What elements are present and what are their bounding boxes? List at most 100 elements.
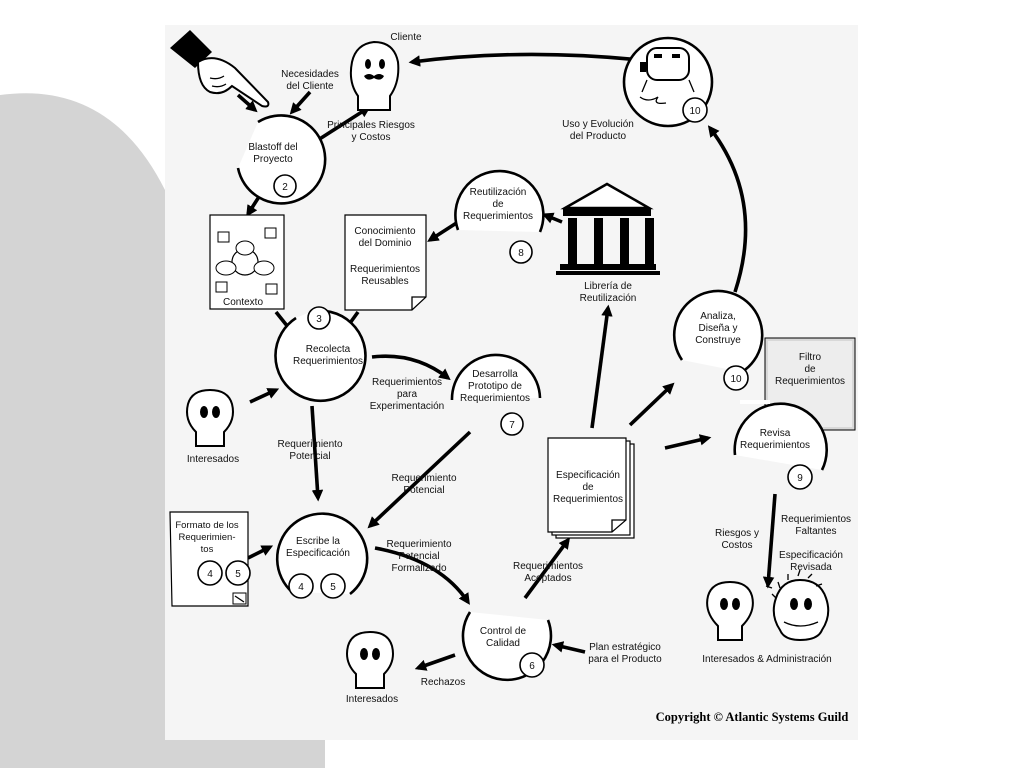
escribe-number-b: 5 [330,582,336,593]
especificacion-line3: Requerimientos [553,494,623,505]
interesados-bottom-label: Interesados [346,694,398,705]
slide-side-shape [0,93,325,768]
revisa-line1: Revisa [760,428,791,439]
process-uso: 10 Uso y Evolución del Producto [562,36,714,142]
flow-arrows [236,52,777,671]
recolecta-number: 3 [316,314,322,325]
interesados-admin-actors [706,569,830,642]
prototipo-line3: Requerimientos [460,393,530,404]
cliente-actor [349,40,400,111]
formato-number-a: 4 [207,569,213,580]
flow-revisada-line1: Especificación [779,550,843,561]
process-analiza: Analiza, Diseña y Construye 10 [672,289,764,391]
prototipo-line1: Desarrolla [472,369,518,380]
flow-plan-line2: para el Producto [588,654,662,665]
flow-aceptados-line2: Aceptados [524,573,571,584]
toaster-icon [639,47,695,105]
flow-experimentacion-line3: Experimentación [370,401,444,412]
formato-number-b: 5 [235,569,241,580]
analiza-line2: Diseña y [699,323,738,334]
conocimiento-line1: Conocimiento [354,226,416,237]
filtro-line1: Filtro [799,352,822,363]
flow-formalizado-line2: Potencial [398,551,439,562]
process-blastoff: Blastoff del Proyecto 2 [236,114,327,205]
filtro-line2: de [804,364,816,375]
analiza-line3: Construye [695,335,741,346]
blastoff-line1: Blastoff del [248,142,297,153]
cliente-label: Cliente [390,32,422,43]
analiza-line1: Analiza, [700,311,736,322]
flow-necesidades-line1: Necesidades [281,69,339,80]
reutilizacion-line2: de [492,199,504,210]
prototipo-number: 7 [509,420,515,431]
flow-riesgos-costos-line2: y Costos [352,132,391,143]
reutilizacion-line1: Reutilización [470,187,527,198]
flow-necesidades-line2: del Cliente [286,81,334,92]
flow-revisada-line2: Revisada [790,562,832,573]
escribe-line2: Especificación [286,548,350,559]
doc-conocimiento: Conocimiento del Dominio Requerimientos … [344,214,427,311]
copyright-text: Copyright © Atlantic Systems Guild [656,710,849,724]
formato-line2: Requerimien- [178,532,235,543]
flow-riesgos-y-costos-line2: Costos [721,540,752,551]
control-number: 6 [529,661,535,672]
escribe-line1: Escribe la [296,536,340,547]
reutilizacion-line3: Requerimientos [463,211,533,222]
formato-line3: tos [201,544,214,555]
flow-riesgos-y-costos-line1: Riesgos y [715,528,759,539]
process-revisa: Revisa Requerimientos 9 [733,400,828,490]
conocimiento-line3: Requerimientos [350,264,420,275]
flow-potencial1-line1: Requerimiento [277,439,342,450]
reutilizacion-number: 8 [518,248,524,259]
temple-icon [556,182,660,275]
flow-potencial1-line2: Potencial [289,451,330,462]
flow-riesgos-costos-line1: Principales Riesgos [327,120,415,131]
revisa-line2: Requerimientos [740,440,810,451]
prototipo-line2: Prototipo de [468,381,522,392]
flow-experimentacion-line2: para [397,389,417,400]
doc-especificacion: Especificación de Requerimientos [547,437,635,539]
recolecta-line2: Requerimientos [293,356,363,367]
flow-faltantes-line2: Faltantes [795,526,836,537]
especificacion-line2: de [582,482,594,493]
recolecta-line1: Recolecta [306,344,351,355]
process-reutilizacion: Reutilización de Requerimientos 8 [454,169,545,264]
flow-potencial2-line1: Requerimiento [391,473,456,484]
interesados-left-actor [186,388,234,447]
process-recolecta: Recolecta Requerimientos 3 [274,306,367,403]
uso-number: 10 [689,106,701,117]
revisa-number: 9 [797,473,803,484]
conocimiento-line2: del Dominio [359,238,412,249]
conocimiento-line4: Reusables [361,276,408,287]
contexto-label: Contexto [223,297,263,308]
control-line2: Calidad [486,638,520,649]
doc-contexto: Contexto [209,214,285,310]
flow-rechazos: Rechazos [421,677,465,688]
escribe-number-a: 4 [298,582,304,593]
formato-line1: Formato de los [175,520,239,531]
blastoff-number: 2 [282,182,288,193]
flow-aceptados-line1: Requerimientos [513,561,583,572]
uso-line1: Uso y Evolución [562,119,634,130]
analiza-number: 10 [730,374,742,385]
flow-formalizado-line3: Formalizado [391,563,446,574]
flow-experimentacion-line1: Requerimientos [372,377,442,388]
interesados-admin-label: Interesados & Administración [702,654,832,665]
interesados-bottom-actor [346,630,394,689]
especificacion-line1: Especificación [556,470,620,481]
uso-line2: del Producto [570,131,627,142]
pointing-hand-icon [170,30,270,108]
process-control: Control de Calidad 6 [461,611,553,682]
control-line1: Control de [480,626,527,637]
doc-formato: Formato de los Requerimien- tos 4 5 [169,511,251,607]
process-escribe: Escribe la Especificación 4 5 [275,512,369,599]
libreria-line2: Reutilización [580,293,637,304]
flow-potencial2-line2: Potencial [403,485,444,496]
flow-formalizado-line1: Requerimiento [386,539,451,550]
flow-faltantes-line1: Requerimientos [781,514,851,525]
flow-plan-line1: Plan estratégico [589,642,661,653]
libreria-line1: Librería de [584,281,632,292]
process-prototipo: Desarrolla Prototipo de Requerimientos 7 [450,353,542,436]
filtro-line3: Requerimientos [775,376,845,387]
